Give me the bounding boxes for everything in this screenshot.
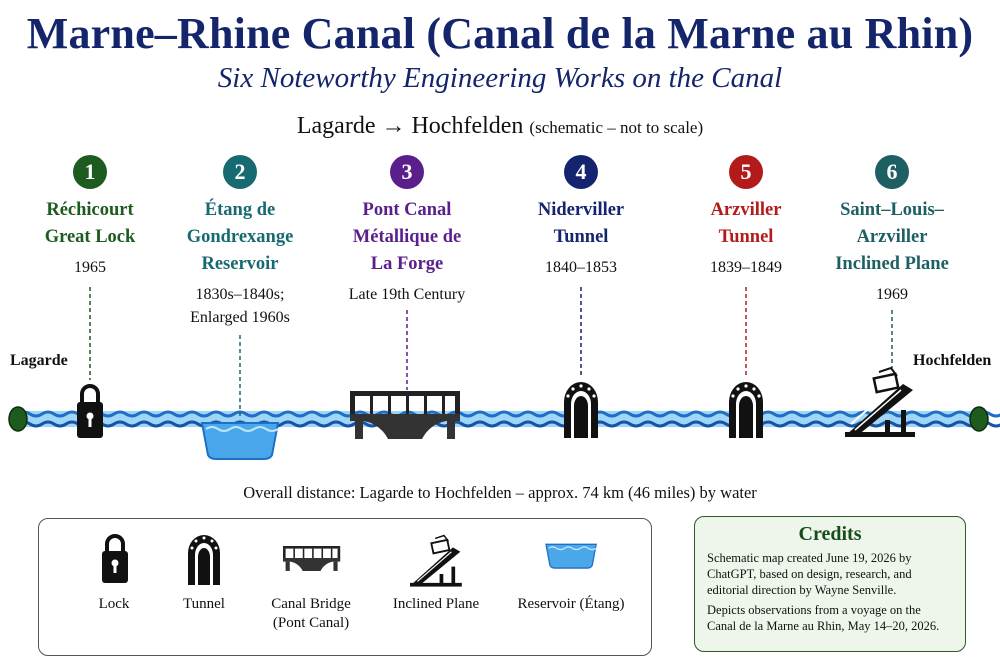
canal-wave-top — [17, 410, 1000, 418]
station-4: 4 Niderviller Tunnel 1840–1853 — [501, 155, 661, 279]
reservoir-icon — [200, 422, 280, 460]
legend-label-line: (Pont Canal) — [272, 615, 350, 631]
route-heading: Lagarde → Hochfelden (schematic – not to… — [0, 113, 1000, 140]
reservoir-icon — [545, 543, 597, 569]
station-name: Étang de Gondrexange Reservoir — [160, 197, 320, 278]
station-name-line: Étang de — [204, 200, 276, 220]
station-date-line: 1969 — [876, 286, 908, 303]
legend-label-line: Lock — [98, 596, 130, 612]
lock-icon — [102, 534, 128, 583]
legend-label-line: Reservoir (Étang) — [517, 596, 625, 612]
station-name-line: Arzviller — [856, 227, 928, 247]
station-date: 1969 — [812, 283, 972, 306]
start-marker — [8, 406, 28, 432]
station-date: 1840–1853 — [501, 256, 661, 279]
legend-label: Reservoir (Étang) — [506, 595, 636, 614]
station-name-line: Pont Canal — [362, 200, 452, 220]
station-name-line: La Forge — [370, 254, 444, 274]
station-6: 6 Saint–Louis– Arzviller Inclined Plane … — [812, 155, 972, 306]
station-name-line: Tunnel — [718, 227, 774, 247]
end-label: Hochfelden — [913, 352, 992, 369]
station-3: 3 Pont Canal Métallique de La Forge Late… — [327, 155, 487, 306]
station-name-line: Tunnel — [553, 227, 609, 247]
station-name-line: Reservoir — [201, 254, 279, 274]
station-1: 1 Réchicourt Great Lock 1965 — [10, 155, 170, 279]
legend-label: Canal Bridge (Pont Canal) — [246, 595, 376, 633]
diagram-subtitle: Six Noteworthy Engineering Works on the … — [217, 62, 783, 94]
station-2: 2 Étang de Gondrexange Reservoir 1830s–1… — [160, 155, 320, 329]
inclined-plane-icon — [410, 534, 462, 587]
station-name-line: Gondrexange — [186, 227, 294, 247]
station-date: 1965 — [10, 256, 170, 279]
route-text: Lagarde → Hochfelden — [296, 113, 524, 139]
station-name: Réchicourt Great Lock — [10, 197, 170, 251]
station-date-line: 1839–1849 — [710, 259, 782, 276]
station-date-line: 1965 — [74, 259, 106, 276]
station-date: 1830s–1840s; Enlarged 1960s — [160, 283, 320, 329]
station-number-badge: 1 — [73, 155, 107, 189]
station-name-line: Niderviller — [537, 200, 625, 220]
tunnel-icon — [729, 382, 763, 438]
station-date-line: 1840–1853 — [545, 259, 617, 276]
legend-label-line: Tunnel — [183, 596, 225, 612]
legend-label-line: Canal Bridge — [271, 596, 351, 612]
route-note: (schematic – not to scale) — [529, 118, 704, 137]
end-marker — [969, 406, 989, 432]
station-number-badge: 4 — [564, 155, 598, 189]
station-number-badge: 2 — [223, 155, 257, 189]
canal-bridge-icon — [283, 546, 341, 571]
station-name: Pont Canal Métallique de La Forge — [327, 197, 487, 278]
legend-label: Lock — [49, 595, 179, 614]
station-date: 1839–1849 — [666, 256, 826, 279]
station-date-line: Late 19th Century — [348, 286, 466, 303]
legend-label-line: Inclined Plane — [392, 596, 480, 612]
station-name-line: Great Lock — [44, 227, 136, 247]
lock-icon — [77, 384, 103, 438]
station-name-line: Saint–Louis– — [840, 200, 944, 220]
tunnel-icon — [564, 382, 598, 438]
station-date: Late 19th Century — [327, 283, 487, 306]
canal-bridge-icon — [350, 391, 460, 439]
legend-box: Lock Tunnel — [38, 518, 652, 656]
start-label: Lagarde — [10, 352, 68, 369]
station-name: Arzviller Tunnel — [666, 197, 826, 251]
overall-distance: Overall distance: Lagarde to Hochfelden … — [243, 483, 757, 502]
station-name: Saint–Louis– Arzviller Inclined Plane — [812, 197, 972, 278]
station-name: Niderviller Tunnel — [501, 197, 661, 251]
station-number-badge: 3 — [390, 155, 424, 189]
station-name-line: Métallique de — [352, 227, 462, 247]
station-number-badge: 5 — [729, 155, 763, 189]
station-name-line: Inclined Plane — [835, 254, 949, 274]
tunnel-icon — [188, 535, 220, 585]
station-5: 5 Arzviller Tunnel 1839–1849 — [666, 155, 826, 279]
station-date-line: 1830s–1840s; — [195, 286, 285, 303]
station-date-line: Enlarged 1960s — [190, 309, 290, 326]
diagram-title: Marne–Rhine Canal (Canal de la Marne au … — [26, 9, 974, 58]
station-name-line: Arzviller — [710, 200, 782, 220]
credits-paragraph-1: Schematic map created June 19, 2026 by C… — [707, 551, 912, 597]
credits-box: Credits Schematic map created June 19, 2… — [694, 516, 966, 652]
credits-paragraph-2: Depicts observations from a voyage on th… — [707, 603, 940, 633]
station-name-line: Réchicourt — [46, 200, 134, 220]
inclined-plane-icon — [845, 366, 915, 437]
credits-title: Credits — [798, 523, 862, 545]
legend-label: Tunnel — [139, 595, 269, 614]
legend-label: Inclined Plane — [371, 595, 501, 614]
station-number-badge: 6 — [875, 155, 909, 189]
